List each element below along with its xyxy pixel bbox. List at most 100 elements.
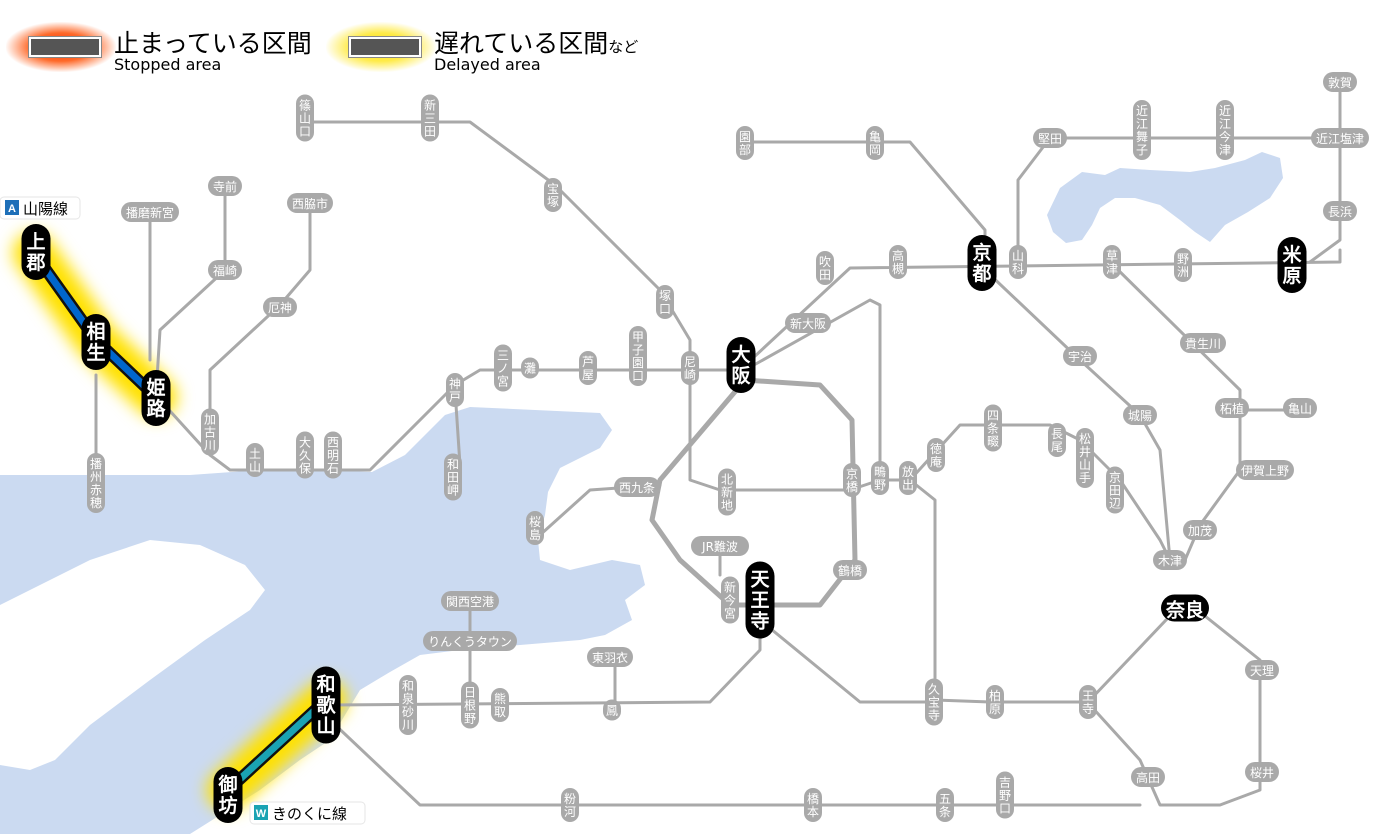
station-name: 天王寺 (750, 569, 770, 633)
station-name: 鳳 (606, 704, 618, 718)
station-name: 天理 (1250, 664, 1274, 678)
station-tsuge_kusatsu: 貴生川 (1180, 333, 1226, 353)
station-marker (1123, 405, 1157, 425)
station-marker (141, 370, 171, 426)
station-wakayama: 和歌山 (311, 666, 341, 744)
station-rinkutown: りんくうタウン (423, 631, 517, 651)
station-name: 播州赤穂 (90, 457, 102, 510)
station-marker (925, 678, 943, 726)
station-name: 芦屋 (582, 355, 594, 382)
station-marker (871, 461, 889, 495)
station-name: JR難波 (701, 539, 738, 554)
legend-stopped-ja: 止まっている区間 (114, 29, 312, 58)
kinokuni-badge-letter: W (256, 808, 267, 820)
station-name: 徳庵 (930, 441, 942, 469)
station-yamashina: 山科 (1009, 245, 1027, 279)
station-name: 粉河 (564, 792, 576, 819)
osaka-loop-line (649, 377, 858, 608)
station-name: 熊取 (494, 691, 506, 719)
station-yoshinoguchi: 吉野口 (996, 771, 1014, 819)
legend-delayed-ja-suffix: など (608, 38, 639, 56)
station-name: 新今宮 (724, 580, 736, 621)
station-name: 吹田 (819, 255, 831, 282)
station-marker (927, 438, 945, 472)
station-name: 神戸 (449, 377, 461, 404)
station-tenri: 天理 (1245, 660, 1279, 680)
station-marker (1131, 767, 1165, 787)
station-nishikujo: 西九条 (614, 477, 660, 497)
station-name: 草津 (1106, 249, 1118, 276)
station-marker (1174, 248, 1192, 282)
station-marker (736, 126, 754, 160)
station-marker (889, 245, 907, 279)
station-nagahama: 長浜 (1323, 201, 1357, 221)
station-harimashingu: 播磨新宮 (121, 202, 179, 222)
station-name: 関西空港 (446, 595, 494, 609)
station-nagao: 長尾 (1048, 423, 1066, 457)
station-marker (491, 688, 509, 722)
station-hanaten: 放出 (899, 461, 917, 495)
station-sasayamaguchi: 篠山口 (296, 94, 314, 142)
station-name: 鶴橋 (838, 563, 862, 578)
station-name: 上郡 (25, 231, 45, 274)
station-marker (544, 178, 562, 212)
wakayama-coast (230, 690, 400, 834)
station-marker (726, 337, 756, 393)
station-name: 高田 (1136, 770, 1160, 785)
station-name: 五条 (939, 792, 951, 819)
station-marker (1063, 346, 1097, 366)
station-marker (423, 631, 517, 651)
station-name: 木津 (1158, 554, 1182, 568)
station-sonobe: 園部 (736, 126, 754, 160)
station-name: 日根野 (464, 686, 476, 726)
station-name: 堅田 (1038, 132, 1062, 146)
sanyo-badge-letter: A (8, 203, 16, 215)
station-marker (1133, 100, 1151, 160)
station-name: 野洲 (1177, 252, 1189, 279)
station-name: 近江舞子 (1136, 104, 1148, 157)
station-kozuki: 上郡 (21, 224, 51, 280)
legend-delayed-en: Delayed area (434, 55, 541, 74)
station-name: 柘植 (1220, 401, 1244, 416)
station-marker (263, 297, 297, 317)
station-name: 新三田 (424, 98, 436, 139)
station-name: 土山 (249, 447, 261, 474)
station-marker (324, 431, 342, 479)
station-marker (526, 511, 544, 545)
station-marker (1183, 520, 1217, 540)
station-name: 宇治 (1068, 350, 1092, 364)
station-gojo: 五条 (936, 788, 954, 822)
stopped-bar-swatch (29, 37, 101, 57)
station-name: 三ノ宮 (497, 349, 509, 389)
station-name: 橋本 (807, 792, 819, 819)
station-kyoto: 京都 (967, 235, 997, 291)
station-name: 高槻 (892, 248, 904, 276)
station-nada: 灘 (521, 357, 539, 379)
station-marker (444, 453, 462, 501)
station-okubo: 大久保 (296, 431, 314, 479)
station-marker (1033, 128, 1067, 148)
station-name: 鴫野 (874, 465, 886, 492)
station-marker (1277, 237, 1307, 293)
station-marker (691, 536, 749, 556)
station-omiimazu: 近江今津 (1216, 100, 1234, 160)
station-marker (446, 373, 464, 407)
station-kashiwara: 柏原 (986, 685, 1004, 719)
station-marker (494, 344, 512, 392)
station-matsuiyamate: 松井山手 (1076, 428, 1094, 488)
station-name: 北新地 (721, 473, 733, 513)
station-marker (785, 313, 831, 333)
station-marker (1103, 245, 1121, 279)
station-kameoka: 亀岡 (866, 126, 884, 160)
delayed-bar-swatch (349, 37, 421, 57)
station-name: 和歌山 (316, 673, 336, 738)
station-wadamisaki: 和田岬 (444, 453, 462, 501)
station-marker (1106, 466, 1124, 514)
station-name: 加古川 (204, 413, 216, 453)
station-marker (721, 576, 739, 624)
station-marker (833, 560, 867, 580)
station-takada: 高田 (1131, 767, 1165, 787)
station-marker (1245, 660, 1279, 680)
station-marker (87, 453, 105, 513)
